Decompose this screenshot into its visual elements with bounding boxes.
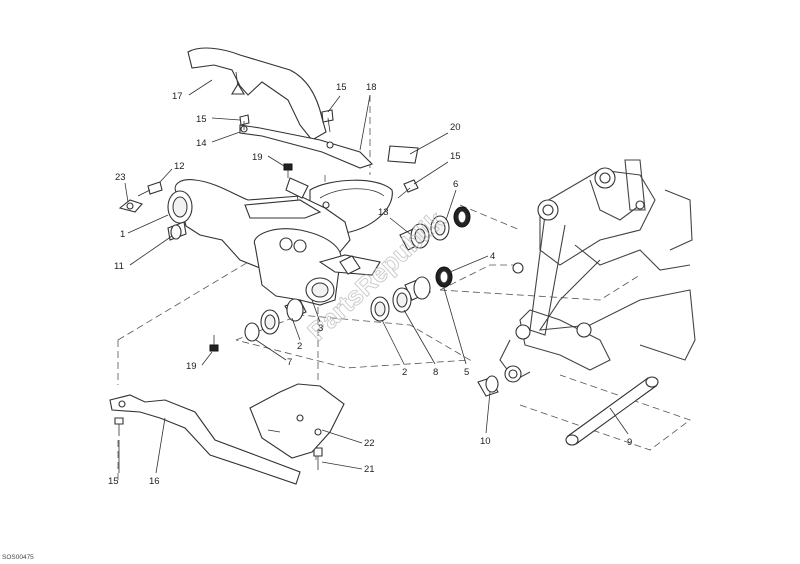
callout-4: 4: [490, 251, 495, 262]
callout-11: 11: [114, 261, 124, 272]
callout-17: 17: [172, 91, 183, 102]
callout-7: 7: [287, 357, 292, 368]
callout-6: 6: [453, 179, 458, 190]
lower-shield-plate: [249, 383, 345, 459]
callout-5: 5: [464, 367, 469, 378]
callout-13: 13: [378, 207, 389, 218]
callout-19: 19: [186, 361, 197, 372]
callout-9: 9: [627, 437, 632, 448]
chain-guard-upper: [187, 47, 327, 141]
pivot-bearings-right: [339, 206, 471, 322]
swingarm-body: [167, 177, 381, 306]
callout-15: 15: [450, 151, 461, 162]
left-fasteners: [118, 181, 187, 241]
callout-3: 3: [318, 323, 323, 334]
callout-16: 16: [149, 476, 160, 487]
callout-1: 1: [120, 229, 125, 240]
warning-label-sticker: [387, 145, 419, 164]
callout-10: 10: [480, 436, 491, 447]
callout-14: 14: [196, 138, 207, 149]
drawing-code: SOS00475: [2, 554, 34, 561]
callout-12: 12: [174, 161, 185, 172]
callout-21: 21: [364, 464, 375, 475]
callout-labels: 17 15 18 15 14 20 19 15 12 23 6 13 1 4 1…: [108, 82, 632, 487]
callout-23: 23: [115, 172, 126, 183]
callout-22: 22: [364, 438, 375, 449]
callout-8: 8: [433, 367, 438, 378]
chain-guard-lower: [109, 394, 301, 485]
callout-19: 19: [252, 152, 263, 163]
callout-15: 15: [196, 114, 207, 125]
callout-15: 15: [336, 82, 347, 93]
spacer-bush: [477, 375, 499, 397]
callout-2: 2: [402, 367, 407, 378]
pivot-bearings-left: [244, 298, 307, 342]
frame-section: [499, 159, 696, 383]
callout-15: 15: [108, 476, 119, 487]
callout-18: 18: [366, 82, 377, 93]
callout-20: 20: [450, 122, 461, 133]
callout-2: 2: [297, 341, 302, 352]
callout-leaders: [118, 79, 629, 474]
